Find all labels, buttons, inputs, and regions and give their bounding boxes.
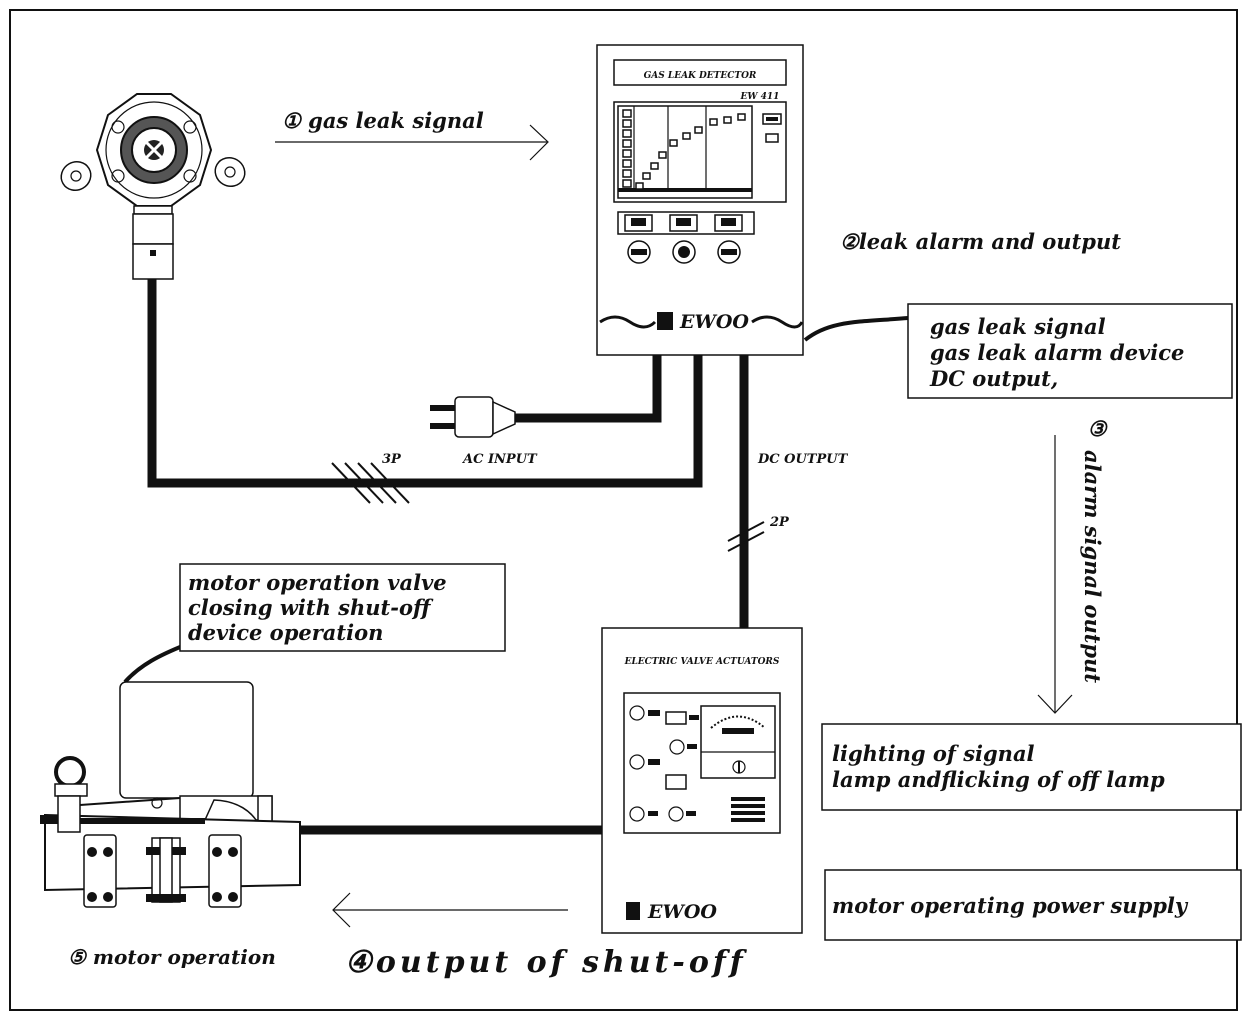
step3-label: alarm signal output	[1080, 450, 1105, 683]
actuator-brand: EWOO	[647, 901, 717, 923]
diagram-frame	[9, 9, 1238, 1011]
gas-sensor	[60, 93, 246, 280]
callout-valve: motor operation valve closing with shut-…	[179, 563, 506, 652]
motor-operated-valve	[40, 681, 301, 908]
step5-label: ⑤ motor operation	[68, 945, 276, 969]
callout-detector-line-1: gas leak signal	[930, 314, 1106, 339]
sensor-cable-3p	[147, 279, 703, 488]
callout-power-text: motor operating power supply	[832, 893, 1189, 918]
callout-lighting: lighting of signal lamp andflicking of o…	[821, 723, 1242, 811]
callout-detector-output: gas leak signal gas leak alarm device DC…	[907, 303, 1233, 399]
callout-valve-line-1: motor operation valve	[188, 570, 447, 595]
valve-callout-wire	[123, 643, 186, 684]
gas-leak-detector: GAS LEAK DETECTOR EW 411	[596, 44, 804, 356]
detector-trend-points	[635, 113, 746, 190]
callout-valve-line-3: device operation	[188, 620, 383, 645]
label-ac-input: AC INPUT	[461, 452, 538, 467]
callout-lighting-line-2: lamp andflicking of off lamp	[832, 767, 1165, 792]
detector-signal-wire	[803, 316, 909, 342]
step4-label: ④output of shut-off	[345, 945, 748, 980]
callout-lighting-line-1: lighting of signal	[832, 741, 1035, 766]
detector-model: EW 411	[740, 92, 780, 102]
step3-number: ③	[1088, 416, 1109, 441]
callout-detector-line-3: DC output,	[929, 366, 1058, 391]
step1-label: ① gas leak signal	[282, 108, 484, 133]
detector-title: GAS LEAK DETECTOR	[644, 71, 757, 81]
detector-brand: EWOO	[679, 311, 749, 333]
label-dc-output: DC OUTPUT	[757, 452, 849, 467]
electric-valve-actuator: ELECTRIC VALVE ACTUATORS EWOO	[601, 627, 803, 934]
step2-label: ②leak alarm and output	[840, 229, 1121, 254]
label-2p: 2P	[769, 515, 790, 530]
ac-input-cable	[515, 355, 662, 423]
ac-plug-icon	[430, 396, 516, 438]
callout-power: motor operating power supply	[824, 869, 1242, 941]
detector-level-bars	[622, 109, 632, 188]
callout-detector-line-2: gas leak alarm device	[930, 340, 1184, 365]
label-3p: 3P	[382, 452, 402, 467]
callout-valve-line-2: closing with shut-off	[188, 595, 434, 620]
wiring	[123, 279, 909, 835]
actuator-title: ELECTRIC VALVE ACTUATORS	[624, 657, 780, 667]
